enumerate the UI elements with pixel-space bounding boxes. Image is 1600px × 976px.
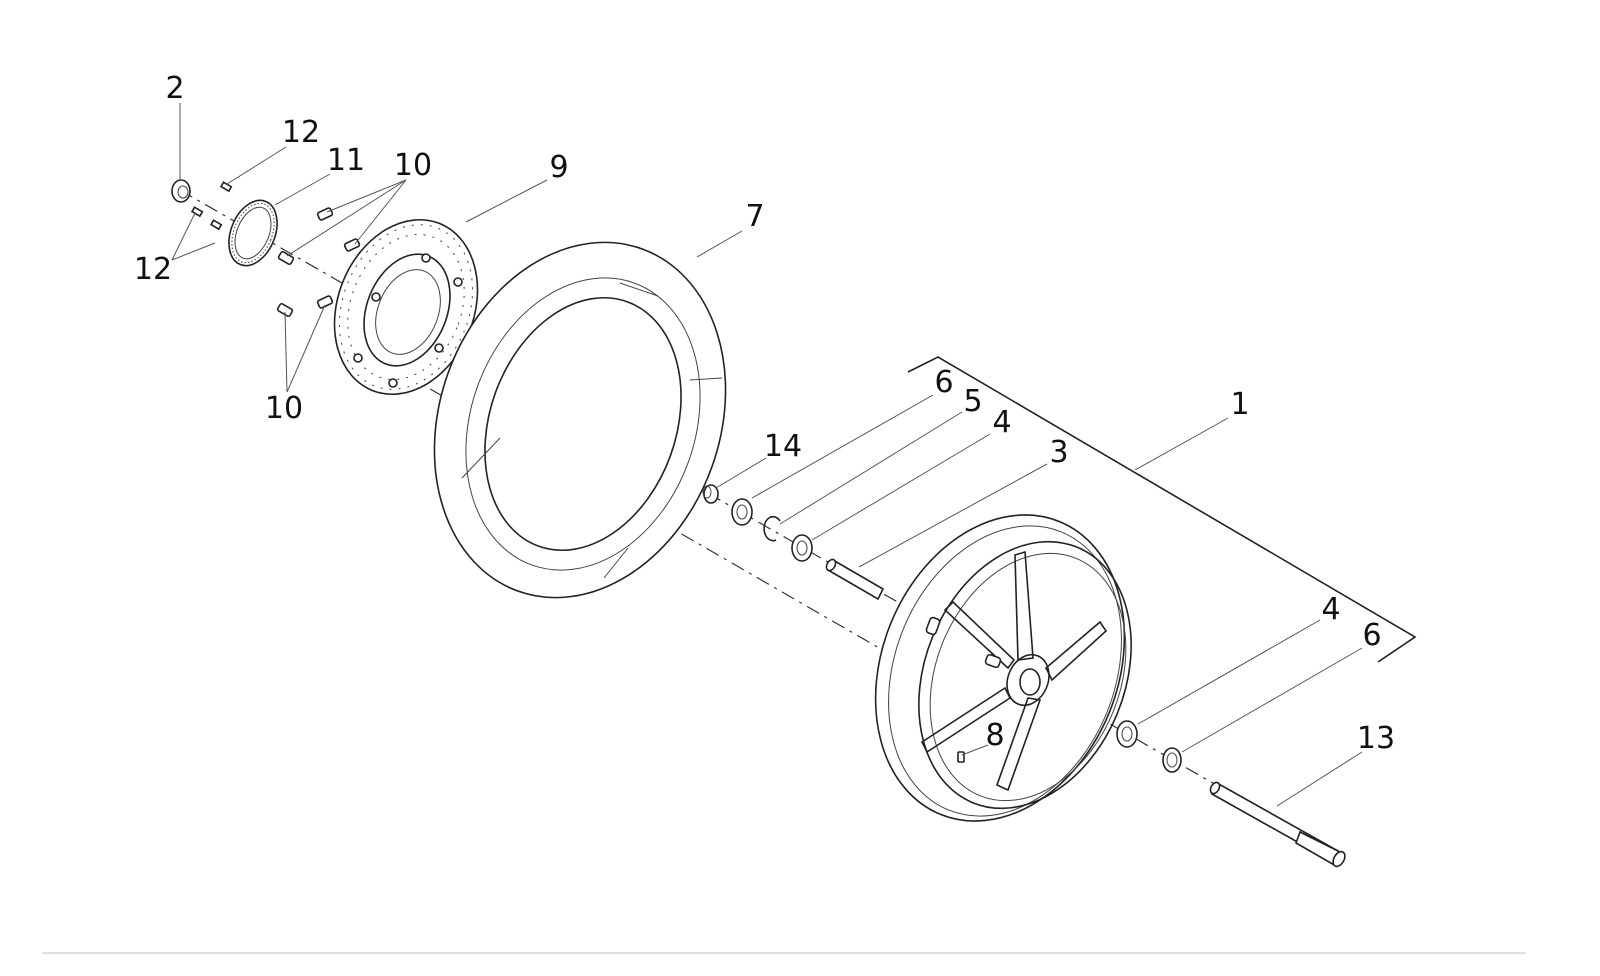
- callout-11: 11: [327, 143, 365, 178]
- callout-12-top: 12: [282, 115, 320, 150]
- part-spacer: [702, 484, 719, 504]
- callout-9: 9: [549, 150, 568, 185]
- callout-4-bottom: 4: [1321, 592, 1340, 627]
- assembly-bracket: [907, 356, 1417, 663]
- part-bearing-upper: [791, 534, 813, 562]
- part-seal-upper: [731, 498, 753, 526]
- part-nut: [171, 179, 191, 203]
- part-bearing-lower: [1116, 720, 1138, 748]
- part-disc-bolts: [276, 207, 361, 318]
- callout-10-top: 10: [394, 148, 432, 183]
- part-circlip: [763, 515, 781, 542]
- callout-7: 7: [745, 199, 764, 234]
- callout-4-top: 4: [992, 405, 1011, 440]
- part-tone-ring: [228, 199, 278, 267]
- leader-lines: [171, 103, 1363, 807]
- part-axle: [1209, 781, 1346, 868]
- callout-12-left: 12: [134, 252, 172, 287]
- part-seal-lower: [1162, 747, 1182, 773]
- callout-1: 1: [1230, 387, 1249, 422]
- callout-8: 8: [985, 718, 1004, 753]
- callout-6-bottom: 6: [1362, 618, 1381, 653]
- part-small-screws: [190, 181, 233, 231]
- callout-14: 14: [764, 429, 802, 464]
- part-valve: [957, 751, 965, 763]
- callout-2: 2: [165, 71, 184, 106]
- callout-13: 13: [1357, 721, 1395, 756]
- callout-5: 5: [963, 384, 982, 419]
- part-tyre: [433, 241, 727, 599]
- part-spacer-tube: [825, 558, 885, 601]
- callout-3: 3: [1049, 435, 1068, 470]
- part-brake-disc: [333, 218, 479, 396]
- part-wheel-rim: [874, 514, 1132, 822]
- callout-10-bottom: 10: [265, 391, 303, 426]
- callout-6-top: 6: [934, 365, 953, 400]
